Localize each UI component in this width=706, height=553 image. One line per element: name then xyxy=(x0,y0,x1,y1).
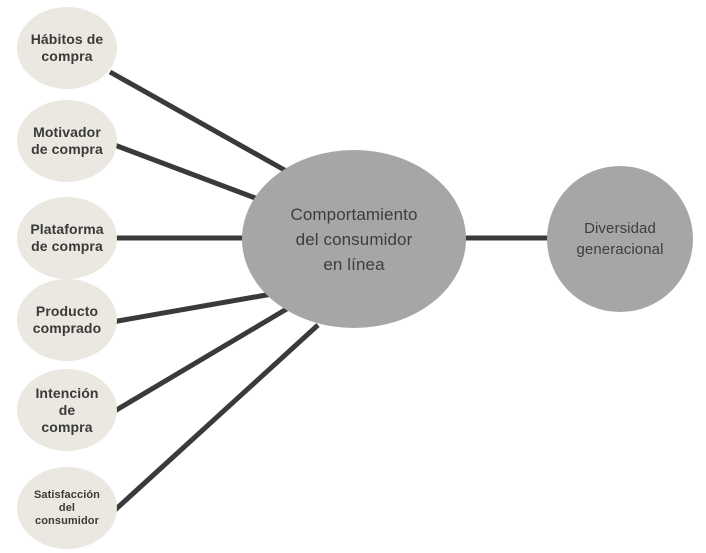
edge-intencion-de-compra xyxy=(111,304,292,415)
node-plataforma-de-compra[interactable]: Plataforma de compra xyxy=(17,197,117,279)
node-label: Intención de compra xyxy=(35,384,99,435)
edge-habitos-de-compra xyxy=(108,69,290,175)
edge-satisfaccion-del-consumidor xyxy=(113,323,320,512)
node-diversidad-generacional[interactable]: Diversidad generacional xyxy=(547,166,693,312)
node-label: Diversidad generacional xyxy=(576,220,664,258)
node-label: Producto comprado xyxy=(32,303,102,336)
node-motivador-de-compra[interactable]: Motivador de compra xyxy=(17,100,117,182)
node-intencion-de-compra[interactable]: Intención de compra xyxy=(17,369,117,451)
node-label: Hábitos de compra xyxy=(30,31,104,64)
edge-producto-comprado xyxy=(111,291,273,325)
node-comportamiento-del-consumidor-en-linea[interactable]: Comportamiento del consumidor en línea xyxy=(242,150,466,328)
node-label: Satisfacción del consumidor xyxy=(33,488,100,527)
node-satisfaccion-del-consumidor[interactable]: Satisfacción del consumidor xyxy=(17,467,117,549)
node-producto-comprado[interactable]: Producto comprado xyxy=(17,279,117,361)
node-label: Plataforma de compra xyxy=(30,221,104,254)
node-habitos-de-compra[interactable]: Hábitos de compra xyxy=(17,7,117,89)
connector-lines xyxy=(108,69,552,512)
edge-motivador-de-compra xyxy=(111,141,264,204)
node-label: Comportamiento del consumidor en línea xyxy=(290,204,418,274)
node-label: Motivador de compra xyxy=(31,124,103,157)
